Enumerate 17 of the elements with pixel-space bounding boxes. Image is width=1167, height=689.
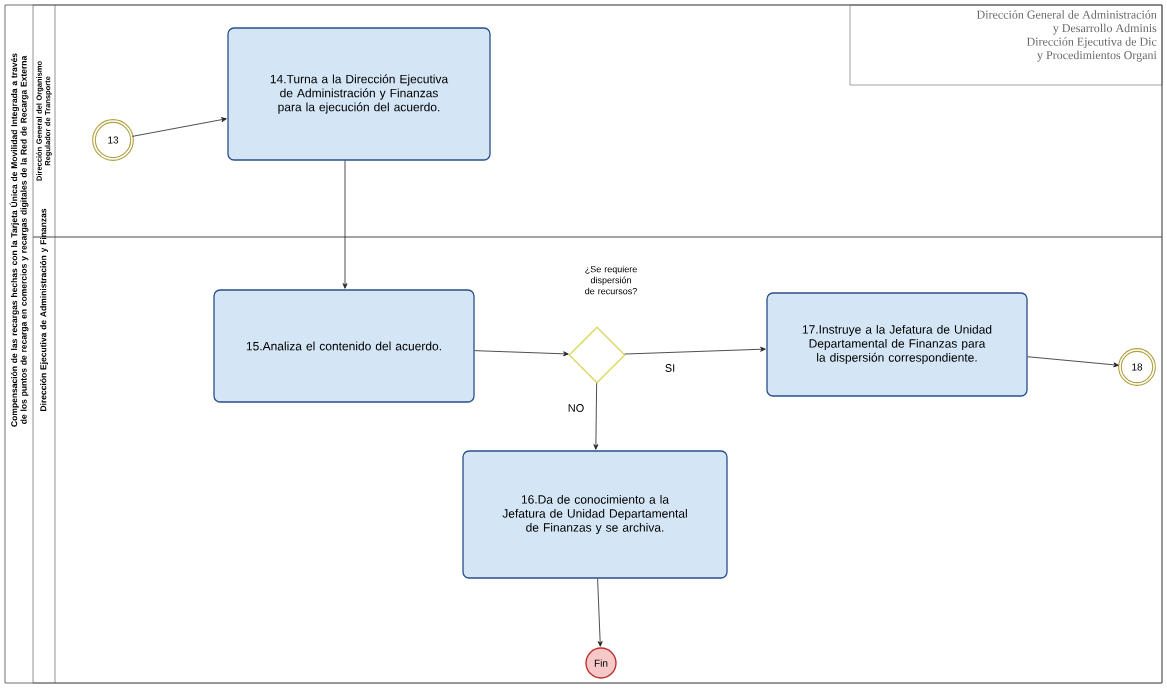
edge-label: NO	[566, 403, 586, 413]
arrow	[131, 117, 227, 137]
arrow	[342, 160, 348, 289]
arrow	[593, 382, 599, 450]
gateway-question: ¿Se requiere dispersión de recursos?	[585, 265, 637, 295]
task-box: 17.Instruye a la Jefatura de Unidad Departamental de Finanzas para la dispersión correspondiente.	[766, 292, 1028, 397]
lane-title: Dirección Ejecutiva de Administración y Finanzas	[40, 208, 48, 411]
task-box: 16.Da de conocimiento a la Jefatura de Unidad Departamental de Finanzas y se archiva.	[462, 450, 728, 579]
task-box: 15.Analiza el contenido del acuerdo.	[213, 289, 475, 403]
pool-title: Compensación de las recargas hechas con la Tarjeta Única de Movilidad Integrada a través de los puntos de recarga en comercios y recargas digitales de la Red de Recarga Externa	[9, 53, 29, 427]
task-box: 14.Turna a la Dirección Ejecutiva de Administración y Finanzas para la ejecución del acuerdo.	[227, 27, 491, 161]
arrow	[474, 350, 569, 357]
arrow	[624, 346, 766, 355]
arrow	[597, 578, 603, 647]
edge-label: SI	[663, 363, 677, 373]
stamp-box: Dirección General de Administración y Desarrollo Adminis Dirección Ejecutiva de Dic y Procedimientos Organi	[849, 4, 1163, 86]
arrow	[1027, 356, 1119, 368]
